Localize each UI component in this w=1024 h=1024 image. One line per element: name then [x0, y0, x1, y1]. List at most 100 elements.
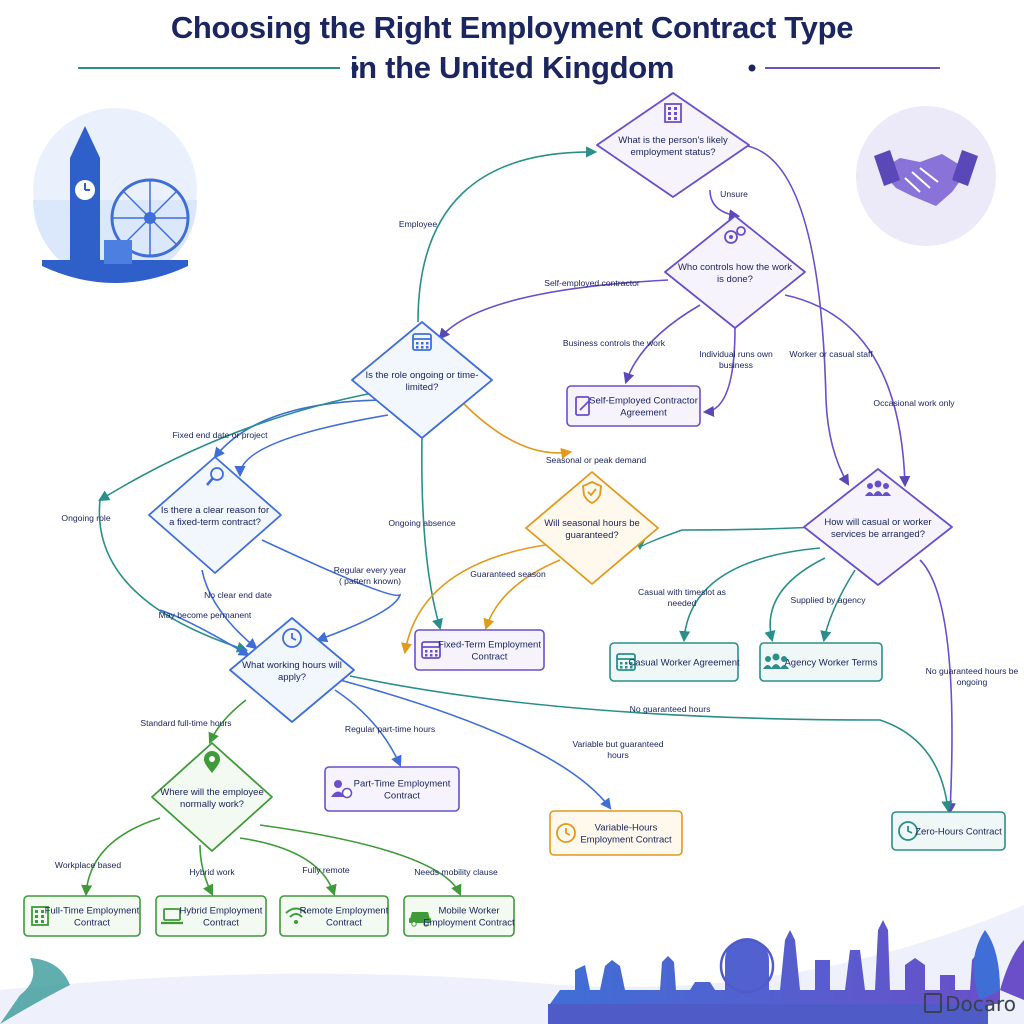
decision-ongoing-or-limited: Is the role ongoing or time-limited?: [351, 321, 493, 439]
flow-connector: [201, 569, 258, 650]
brand-logo: Docaro: [924, 992, 1016, 1016]
london-skyline-illustration: [0, 905, 1024, 1024]
flow-connector: [784, 294, 911, 488]
flow-connector: [679, 547, 821, 643]
outcome-casual-worker: Casual Worker Agreement: [609, 642, 740, 682]
edge-label-business-controls: Business controls the work: [563, 338, 666, 348]
page-title-line-2: in the United Kingdom: [349, 50, 675, 85]
person-clock-icon: [331, 780, 353, 799]
flow-connector: [438, 279, 669, 340]
outcome-box: [403, 895, 515, 937]
edge-label-no-guaranteed: No guaranteed hours: [630, 704, 711, 714]
people-icon: [865, 480, 891, 496]
flow-connector: [764, 557, 826, 643]
outcome-box: [609, 642, 739, 682]
laptop-icon: [161, 908, 183, 925]
outcome-agency-worker: Agency Worker Terms: [759, 642, 883, 682]
outcome-box: [155, 895, 267, 937]
flow-connector: [213, 399, 391, 459]
decision-diamond: [151, 742, 273, 852]
outcome-box: [759, 642, 883, 682]
outcome-text: Agency Worker Terms: [784, 658, 877, 669]
flow-connector: [709, 189, 741, 221]
flow-connector: [417, 146, 598, 323]
outcome-box: [23, 895, 141, 937]
decision-diamond: [664, 215, 806, 329]
flow-connector: [349, 675, 953, 813]
decision-diamond: [525, 471, 659, 585]
flow-connector: [199, 844, 214, 897]
flow-connector: [259, 824, 462, 897]
edge-label-ongoing-role: Ongoing role: [61, 513, 110, 523]
decision-diamond: [229, 617, 355, 723]
decision-diamond: [596, 92, 750, 198]
decision-diamond: [351, 321, 493, 439]
decision-diamond: [148, 456, 282, 574]
flow-connector: [634, 526, 816, 551]
flow-connector: [98, 499, 249, 653]
flow-connector: [239, 837, 337, 897]
flow-connector: [401, 544, 546, 655]
edge-label-unsure: Unsure: [720, 189, 748, 199]
flow-connector: [623, 304, 701, 385]
title-underline: [78, 64, 940, 72]
flow-connector: [98, 391, 379, 502]
gears-icon: [724, 226, 746, 244]
building-icon: [664, 103, 682, 123]
flow-connector: [820, 569, 856, 643]
outcome-box: [324, 766, 460, 812]
flow-connector: [234, 414, 389, 478]
flow-connector: [208, 699, 247, 745]
flow-connector: [739, 144, 850, 486]
edge-label-fully-remote: Fully remote: [302, 865, 349, 875]
edge-label-standard-full: Standard full-time hours: [140, 718, 231, 728]
flow-connector: [421, 437, 443, 631]
edge-label-employee: Employee: [399, 219, 437, 229]
edge-label-fixed-end: Fixed end date or project: [172, 430, 268, 440]
london-landmarks-illustration: [33, 108, 197, 283]
outcome-text: Casual Worker Agreement: [628, 658, 740, 669]
calendar-icon: [421, 641, 441, 659]
outcome-box: [891, 811, 1006, 851]
magnifier-icon: [206, 467, 224, 486]
clock-icon: [898, 821, 918, 841]
people-icon: [763, 653, 789, 669]
outcome-text: Zero-Hours Contract: [915, 827, 1002, 838]
outcome-box: [414, 629, 545, 671]
calendar-icon: [412, 333, 432, 351]
edge-label-ongoing-absence: Ongoing absence: [388, 518, 456, 528]
edge-label-regular-part: Regular part-time hours: [345, 724, 435, 734]
edge-label-occasional: Occasional work only: [873, 398, 955, 408]
edge-label-needs-mobility: Needs mobility clause: [414, 867, 498, 877]
calendar-icon: [616, 653, 636, 671]
flow-connectors: [81, 144, 957, 897]
decision-text: Is the role ongoing or time-limited?: [365, 370, 478, 393]
edge-label-hybrid-work: Hybrid work: [189, 867, 235, 877]
